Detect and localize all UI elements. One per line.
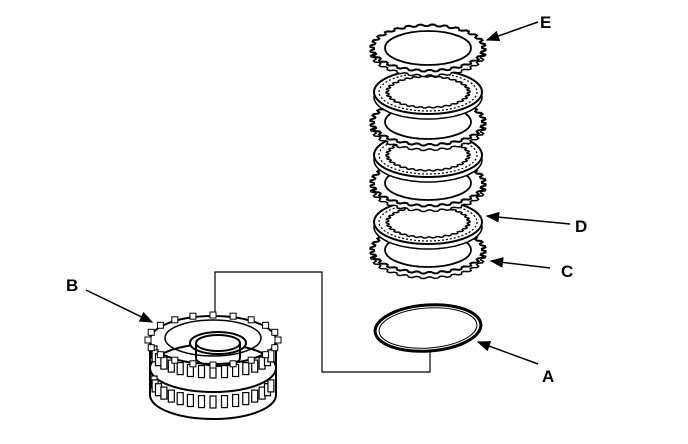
drum-tooth — [242, 392, 250, 406]
drum-tooth — [197, 365, 206, 379]
friction-disc — [373, 69, 483, 120]
drum-tooth — [160, 356, 168, 370]
drum-tooth — [167, 389, 175, 403]
drum-top-tooth — [229, 312, 237, 320]
callout-b: B — [66, 276, 78, 295]
assembly-guide-line — [214, 271, 431, 373]
drum-top-tooth — [271, 344, 279, 352]
drum-spline-teeth — [144, 311, 282, 409]
drum-tooth — [160, 386, 168, 400]
drum-top-tooth — [189, 312, 197, 320]
drum-tooth — [267, 379, 275, 393]
drum-top-tooth — [274, 336, 282, 344]
drum-top-tooth — [156, 351, 164, 359]
steel-plate — [369, 23, 487, 78]
drum-top-tooth — [262, 321, 270, 329]
drum-tooth — [197, 395, 206, 409]
drum-top-tooth — [147, 344, 155, 352]
drum-tooth — [220, 395, 229, 409]
drum-top-tooth — [262, 351, 270, 359]
drum-top-tooth — [247, 316, 255, 324]
drum-tooth — [242, 362, 250, 376]
drum-tooth — [251, 389, 259, 403]
leader-arrow-b — [85, 289, 154, 323]
drum-tooth — [176, 392, 184, 406]
callout-e: E — [540, 13, 551, 32]
drum-tooth — [176, 362, 184, 376]
drum-top-tooth — [171, 356, 179, 364]
drum-top-tooth — [156, 321, 164, 329]
clutch-plate-stack — [369, 23, 487, 280]
drum-tooth — [209, 395, 217, 409]
callout-d: D — [575, 217, 587, 236]
drum-top-tooth — [147, 328, 155, 336]
drum-tooth — [220, 365, 229, 379]
drum-tooth — [186, 393, 194, 408]
drum-top-tooth — [209, 311, 217, 319]
drum-top-tooth — [189, 360, 197, 368]
friction-disc — [373, 199, 483, 250]
callout-c: C — [561, 262, 573, 281]
o-ring — [373, 303, 483, 353]
drum-top-tooth — [247, 356, 255, 364]
leader-arrow-a — [476, 341, 539, 365]
leader-arrow-c — [489, 257, 551, 269]
drum-tooth — [232, 393, 240, 408]
drum-top-tooth — [144, 336, 152, 344]
drum-top-tooth — [271, 328, 279, 336]
drum-top-tooth — [229, 360, 237, 368]
clutch-drum — [144, 311, 282, 420]
leader-arrow-e — [485, 21, 539, 42]
drum-top-tooth — [171, 316, 179, 324]
leader-arrow-d — [485, 211, 571, 225]
drum-top-tooth — [209, 361, 217, 369]
callout-a: A — [542, 367, 554, 386]
